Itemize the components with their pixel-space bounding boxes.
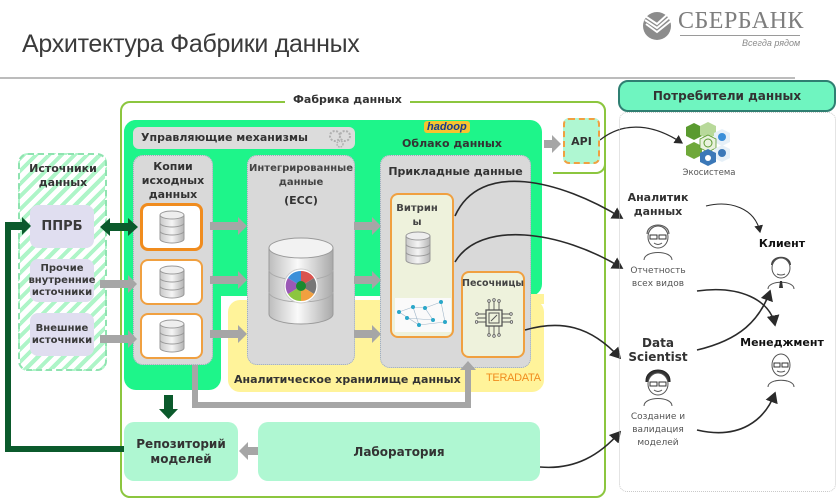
logo-slogan: Всегда рядом <box>742 38 801 48</box>
arrow-ecc-to-applied2 <box>354 271 381 289</box>
arrow-ecc-to-applied3 <box>354 325 381 343</box>
models-repository[interactable]: Репозиторий моделей <box>124 422 238 481</box>
curve-reporting-management <box>696 288 780 327</box>
dark-green-arrows <box>5 217 178 452</box>
client-avatar-icon <box>767 256 795 289</box>
source-external[interactable]: Внешние источники <box>30 313 94 356</box>
management-avatar-icon <box>767 353 795 387</box>
source-copy-pprb[interactable] <box>140 203 203 251</box>
management-label: Управляющие механизмы <box>141 131 308 144</box>
logo-name: СБЕРБАНК <box>678 8 804 34</box>
consumers-header: Потребители данных <box>618 80 836 112</box>
integrated-data-title: Интегрированные данные <box>249 163 353 188</box>
api-box[interactable]: API <box>563 118 600 164</box>
source-label: ППРБ <box>41 218 83 234</box>
consumers-panel <box>619 112 836 492</box>
client-name: Клиент <box>758 237 806 250</box>
network-graph-icon <box>395 298 451 332</box>
arrow-copy1-to-ecc <box>210 217 247 235</box>
source-copy-internal[interactable] <box>140 259 203 305</box>
arrow-copy2-to-ecc <box>210 271 247 289</box>
data-factory-label: Фабрика данных <box>285 93 410 106</box>
cloud-title: Облако данных <box>402 137 502 150</box>
laboratory-label: Лаборатория <box>353 444 445 459</box>
sberbank-logo-icon <box>643 12 673 40</box>
teradata-logo: TERADATA <box>486 372 541 384</box>
arrow-cloud-to-api <box>544 135 561 153</box>
showcases-label: Витрины <box>396 203 438 228</box>
curve-sandbox-scientist <box>524 324 622 360</box>
logo-underline <box>680 35 800 36</box>
source-copy-external[interactable] <box>140 313 203 359</box>
analyst-description: Отчетность всех видов <box>630 266 686 289</box>
arrow-external-to-copy <box>100 330 137 348</box>
curve-validation-management <box>696 391 778 434</box>
integrated-database-icon <box>268 237 334 325</box>
scientist-avatar-icon <box>643 369 673 406</box>
applied-data-title: Прикладные данные <box>388 165 523 178</box>
arrow-copies-to-sandbox <box>192 361 476 408</box>
management-name: Менеджмент <box>740 336 824 349</box>
arrow-core-to-repo <box>159 395 178 419</box>
arrow-pprb-copy-bidirectional <box>100 218 138 236</box>
source-pprb[interactable]: ППРБ <box>30 205 94 248</box>
arrow-repo-to-pprb <box>5 217 124 452</box>
gears-icon <box>329 130 351 148</box>
hadoop-logo: hadoop <box>424 121 470 133</box>
laboratory[interactable]: Лаборатория <box>258 422 540 481</box>
database-icon <box>159 319 184 353</box>
source-other-internal[interactable]: Прочие внутренние источники <box>28 259 96 302</box>
curve-showcases-analyst <box>454 180 624 219</box>
api-label: API <box>571 134 592 148</box>
source-copies-title: Копии исходных данных <box>141 160 205 201</box>
analyst-avatar-icon <box>643 224 673 260</box>
header-divider <box>0 77 795 79</box>
source-label: Прочие внутренние источники <box>28 262 96 298</box>
ecosystem-label: Экосистема <box>682 168 736 178</box>
sources-title: Источники данных <box>29 162 97 189</box>
scientist-description: Создание и валидация моделей <box>630 412 686 448</box>
integrated-data-subtitle: (ЕСС) <box>284 194 318 207</box>
source-label: Внешние источники <box>31 322 93 346</box>
scientist-name: Data Scientist <box>628 336 688 364</box>
curve-scientist-client <box>696 289 773 351</box>
sandboxes-box[interactable] <box>461 271 525 358</box>
models-repository-label: Репозиторий моделей <box>136 436 226 466</box>
arrow-ecc-to-applied1 <box>354 217 381 235</box>
page-title: Архитектура Фабрики данных <box>22 30 360 58</box>
curve-analyst-client <box>705 203 763 234</box>
database-icon <box>405 231 431 265</box>
arrow-lab-to-repo <box>239 442 258 460</box>
arrow-copy3-to-ecc <box>210 325 247 343</box>
gray-flow-arrows <box>100 135 561 460</box>
analyst-name: Аналитик данных <box>627 191 689 218</box>
chip-icon <box>475 298 513 338</box>
curve-api-ecosystem <box>599 126 683 144</box>
management-mechanisms: Управляющие механизмы <box>133 127 355 149</box>
curve-showcases-reporting <box>454 233 624 269</box>
analytical-warehouse-title: Аналитическое хранилище данных <box>234 373 461 386</box>
ecosystem-icon <box>686 122 730 166</box>
database-icon <box>159 265 184 299</box>
curve-lab-scientist <box>539 430 622 469</box>
database-icon <box>159 210 184 244</box>
consumers-title: Потребители данных <box>652 89 802 103</box>
consumer-curves <box>454 126 780 469</box>
sandboxes-label: Песочницы <box>462 278 524 289</box>
arrow-other-to-copy <box>100 275 137 293</box>
